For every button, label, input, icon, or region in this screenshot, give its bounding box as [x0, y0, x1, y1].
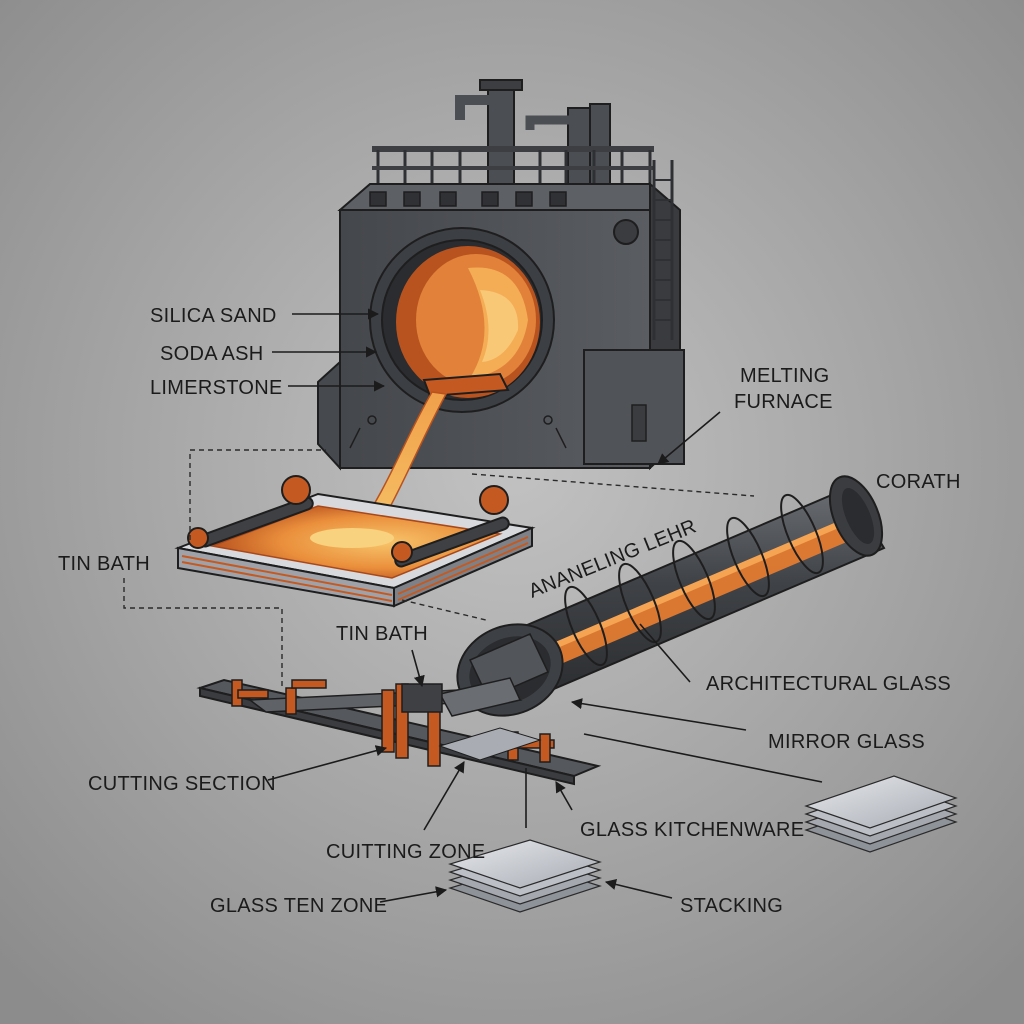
tin-bath [174, 475, 536, 608]
label-cutting-zone: CUITTING ZONE [326, 841, 485, 863]
melting-furnace [317, 79, 685, 471]
label-soda-ash: SODA ASH [160, 343, 264, 365]
label-glass-kitchenware: GLASS KITCHENWARE [580, 819, 804, 841]
label-architectural-glass: ARCHITECTURAL GLASS [706, 673, 951, 695]
glass-stack-right [804, 775, 958, 853]
label-limestone: LIMERSTONE [150, 377, 283, 399]
label-tin-bath-center: TIN BATH [336, 623, 428, 645]
label-furnace: FURNACE [734, 391, 833, 413]
diagram-labels: SILICA SAND SODA ASH LIMERSTONE MELTING … [58, 305, 961, 917]
process-flow-connectors [123, 449, 755, 688]
annealing-lehr [456, 475, 886, 717]
label-stacking: STACKING [680, 895, 783, 917]
label-melting: MELTING [740, 365, 830, 387]
label-glass-ten-zone: GLASS TEN ZONE [210, 895, 387, 917]
label-mirror-glass: MIRROR GLASS [768, 731, 925, 753]
label-corath: CORATH [876, 471, 961, 493]
cutting-section [196, 677, 602, 786]
label-silica-sand: SILICA SAND [150, 305, 277, 327]
label-leader-lines [267, 308, 823, 903]
glass-stack-center [448, 839, 602, 913]
label-cutting-section: CUTTING SECTION [88, 773, 276, 795]
label-tin-bath-left: TIN BATH [58, 553, 150, 575]
